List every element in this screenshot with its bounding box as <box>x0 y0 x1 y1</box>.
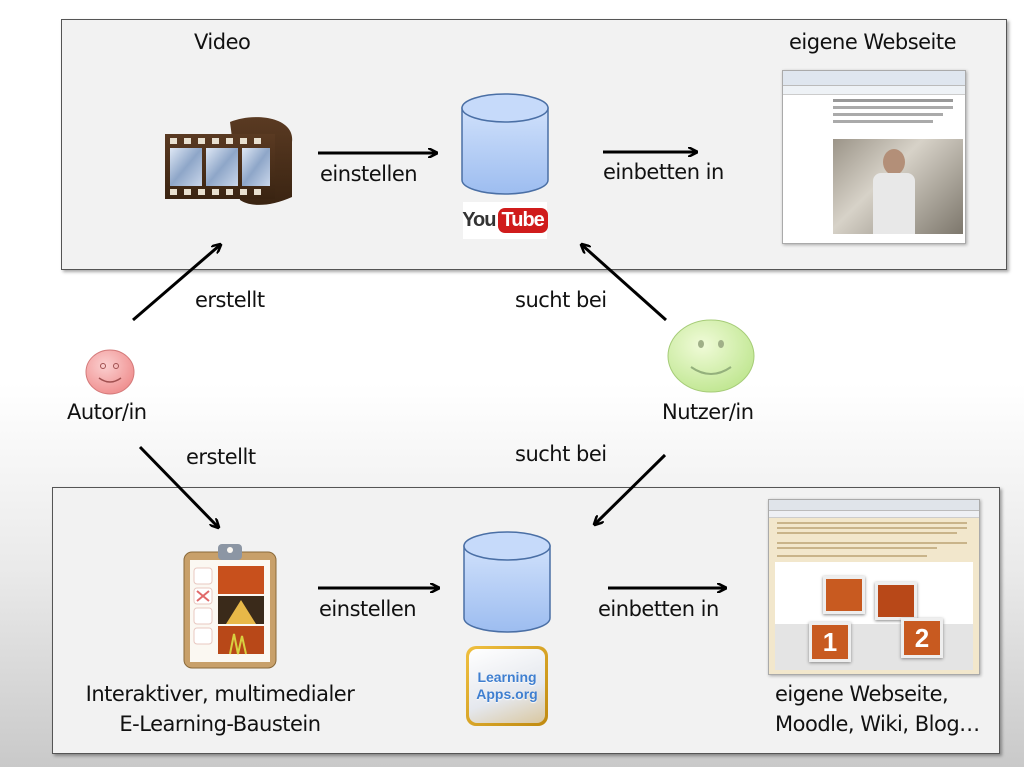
label-user-searches-youtube: sucht bei <box>515 288 607 312</box>
arrow-label-upload-top: einstellen <box>320 162 418 186</box>
learningapps-logo: Learning Apps.org <box>466 646 548 726</box>
webpage-screenshot-top <box>782 70 966 244</box>
own-website-title: eigene Webseite <box>789 30 957 54</box>
label-author-creates-module: erstellt <box>186 445 256 469</box>
author-label: Autor/in <box>67 400 147 424</box>
database-icon-top <box>461 93 549 195</box>
webpage-screenshot-bottom: 1 2 <box>768 499 980 675</box>
database-icon-bottom <box>463 531 551 633</box>
targets-caption-line2: Moodle, Wiki, Blog… <box>775 712 980 736</box>
arrow-label-embed-bottom: einbetten in <box>598 597 719 621</box>
label-author-creates-video: erstellt <box>195 288 265 312</box>
arrow-author-to-module <box>138 445 218 527</box>
video-thumbnail <box>833 139 963 234</box>
author-smiley-icon <box>85 349 135 395</box>
learningapps-logo-line2: Apps.org <box>476 686 538 702</box>
youtube-logo-tube: Tube <box>497 208 548 233</box>
film-reel-icon <box>165 117 293 205</box>
arrow-label-embed-top: einbetten in <box>603 160 724 184</box>
video-title: Video <box>194 30 251 54</box>
user-label: Nutzer/in <box>662 400 754 424</box>
youtube-logo: You Tube <box>462 202 548 239</box>
learningapps-logo-line1: Learning <box>477 669 537 685</box>
arrow-user-to-learningapps <box>595 453 667 524</box>
module-caption-line1: Interaktiver, multimedialer <box>85 682 355 706</box>
clipboard-icon <box>183 544 277 669</box>
embedded-number-1: 1 <box>809 622 851 662</box>
embedded-number-2: 2 <box>901 618 943 658</box>
module-caption-line2: E-Learning-Baustein <box>119 712 321 736</box>
arrow-user-to-youtube <box>582 245 667 322</box>
targets-caption-line1: eigene Webseite, <box>775 682 949 706</box>
label-user-searches-learningapps: sucht bei <box>515 442 607 466</box>
youtube-logo-you: You <box>462 209 496 231</box>
user-smiley-icon <box>667 319 755 393</box>
arrow-author-to-video <box>132 245 220 322</box>
arrow-label-upload-bottom: einstellen <box>319 597 417 621</box>
